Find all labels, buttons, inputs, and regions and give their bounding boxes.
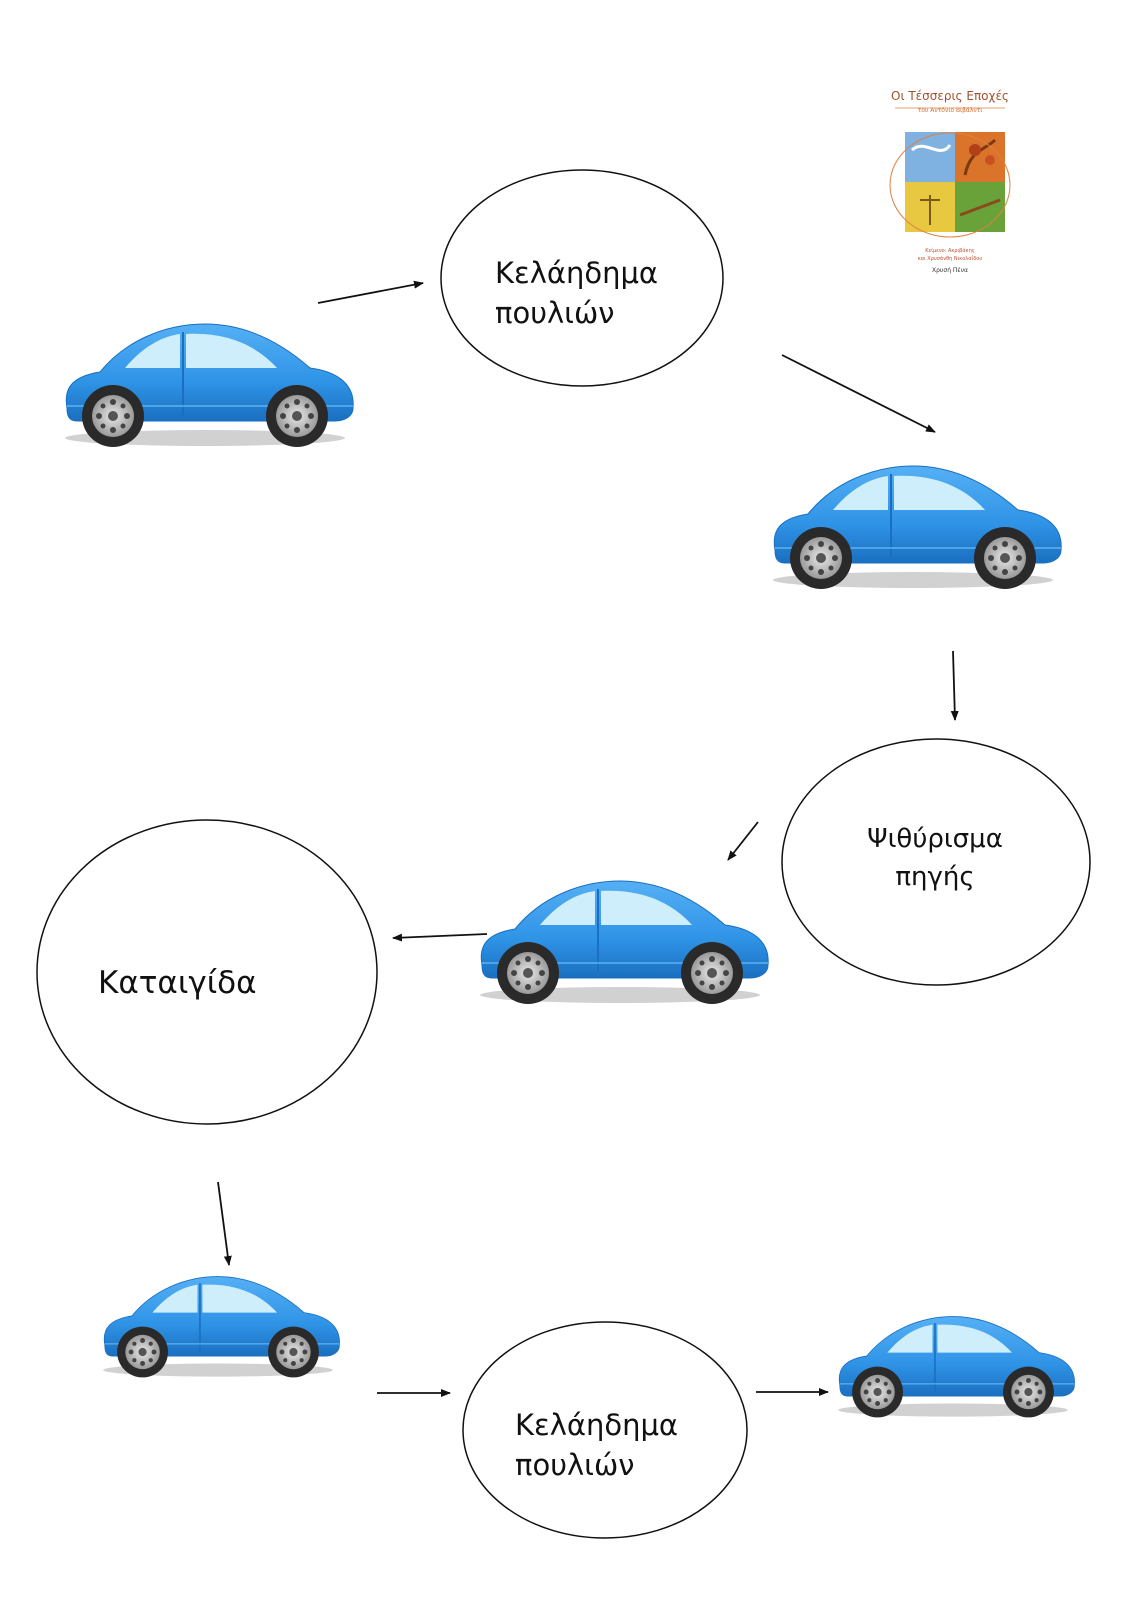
node-birdsong-1: Κελάηδημα πουλιών [440, 169, 724, 387]
node-label-line-1: Ψιθύρισμα [867, 824, 1003, 854]
arrow-icon [727, 821, 759, 861]
arrow-icon [392, 933, 488, 942]
node-label: Καταιγίδα [98, 965, 257, 1001]
arrow-icon [950, 650, 959, 721]
node-spring-whisper: Ψιθύρισμα πηγής [781, 738, 1091, 986]
car-icon [837, 1315, 1076, 1419]
car-icon [102, 1275, 341, 1379]
book-cover-subtitle: του Αντόνιο Βιβάλντι [918, 107, 983, 114]
arrow-icon [781, 354, 936, 433]
book-cover-publisher: Χρυσή Πένα [932, 267, 968, 274]
book-cover-author-line-1: Κείμενο: Ακριβάκης [925, 247, 975, 254]
node-birdsong-2: Κελάηδημα πουλιών [462, 1321, 748, 1539]
node-label-line-2: πουλιών [495, 296, 614, 330]
car-icon [479, 880, 770, 1005]
arrow-icon [217, 1181, 232, 1266]
node-label-line-1: Κελάηδημα [495, 256, 658, 290]
car-icon [772, 465, 1063, 590]
book-cover-title: Οι Τέσσερις Εποχές [891, 89, 1009, 103]
book-cover-image: Οι Τέσσερις Εποχές του Αντόνιο Βιβάλντι … [889, 89, 1011, 274]
node-label-line-2: πουλιών [515, 1448, 634, 1482]
node-label-line-2: πηγής [895, 862, 974, 892]
book-cover-author-line-2: και Χρυσάνθη Νικολαΐδου [918, 254, 983, 262]
car-icon [64, 323, 355, 448]
node-label-line-1: Κελάηδημα [515, 1408, 678, 1442]
arrow-icon [317, 280, 424, 304]
node-storm: Καταιγίδα [36, 819, 378, 1125]
